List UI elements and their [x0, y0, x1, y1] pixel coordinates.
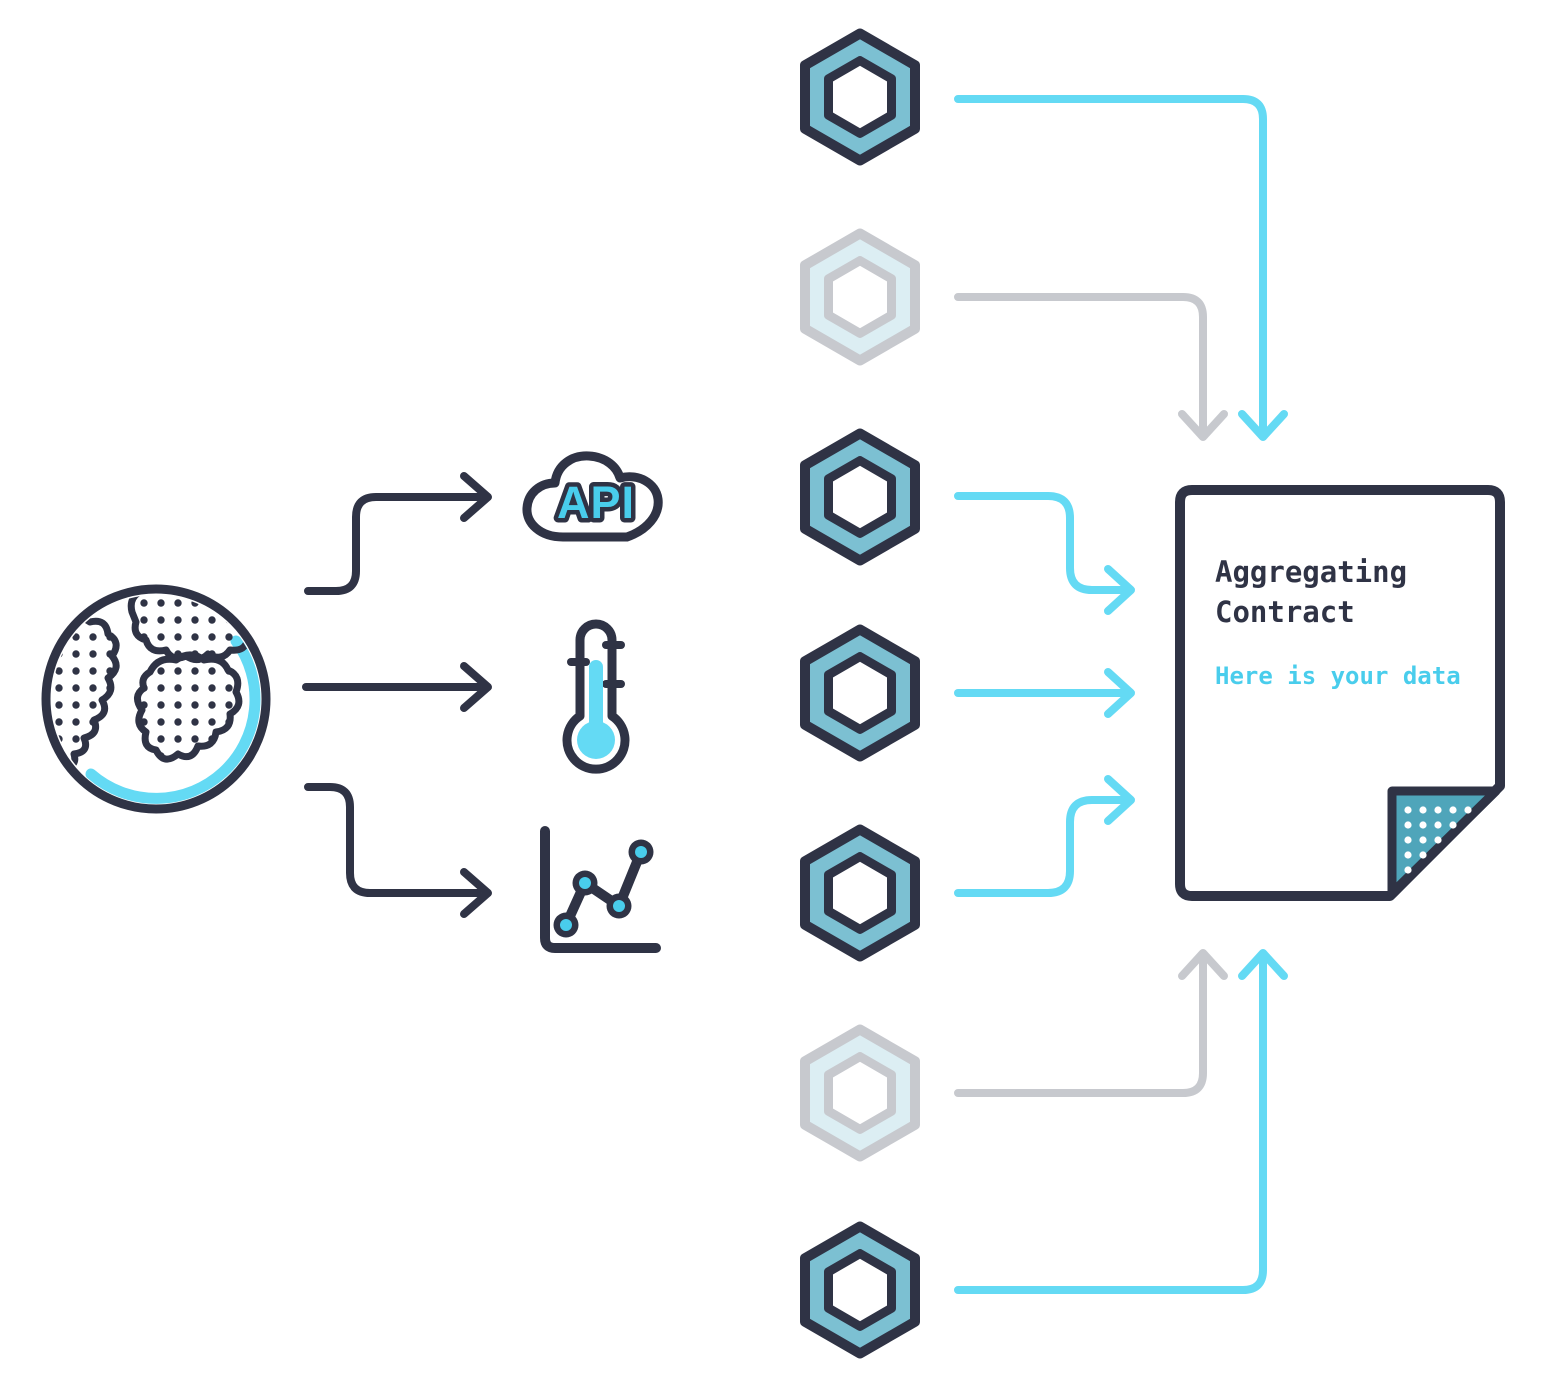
node-to-contract-arrows [954, 95, 1288, 1294]
cloud-outline [522, 451, 663, 542]
document-folded-corner [1387, 786, 1501, 898]
chainlink-hexagon-icon [805, 1226, 915, 1354]
continent-north [127, 595, 260, 663]
oracle-nodes [805, 33, 915, 1354]
api-cloud-icon: API [522, 451, 663, 542]
arrow-globe-to-api [304, 493, 482, 595]
arrow-globe-to-chart [304, 783, 482, 897]
line-chart-icon [540, 826, 661, 953]
arrowhead [460, 472, 492, 522]
thermometer-icon [562, 619, 630, 774]
chainlink-hexagon-icon [805, 233, 915, 361]
chart-points [553, 839, 654, 938]
continent-south [134, 651, 243, 763]
arrow-node3-to-contract [954, 492, 1128, 594]
arrow-node1-to-contract [954, 95, 1267, 434]
folded-corner-dots [1404, 806, 1472, 874]
arrowhead [1178, 410, 1228, 441]
contract-title-line-1: Aggregating [1215, 555, 1407, 589]
arrow-node5-to-contract [954, 796, 1128, 897]
arrowhead [1178, 949, 1228, 980]
arrowhead [1238, 949, 1288, 980]
contract-title-line-2: Contract [1215, 595, 1355, 629]
arrow-node2-to-contract [954, 293, 1207, 434]
chart-line [561, 847, 646, 930]
chainlink-hexagon-icon [805, 1029, 915, 1157]
arrowhead [460, 868, 492, 918]
arrowhead [460, 662, 492, 712]
api-label: API [557, 477, 635, 528]
arrow-node7-to-contract [954, 956, 1267, 1294]
chainlink-hexagon-icon [805, 629, 915, 757]
globe-icon [41, 584, 271, 814]
chainlink-hexagon-icon [805, 829, 915, 957]
globe-to-sources-arrows [302, 472, 492, 918]
chainlink-hexagon-icon [805, 33, 915, 161]
arrow-node6-to-contract [954, 956, 1207, 1097]
contract-message: Here is your data [1215, 662, 1461, 690]
aggregating-contract-document: Aggregating Contract Here is your data [1175, 485, 1505, 901]
globe-highlight-arc [85, 635, 261, 804]
thermometer-mercury-stem [589, 660, 603, 732]
arrowhead [1104, 565, 1135, 615]
arrowhead [1104, 668, 1135, 718]
chainlink-hexagon-icon [805, 433, 915, 561]
arrowhead [1238, 410, 1288, 441]
arrowhead [1104, 775, 1135, 825]
thermometer-mercury-bulb [577, 721, 615, 759]
chart-axes [540, 826, 661, 953]
continent-west [52, 614, 120, 775]
